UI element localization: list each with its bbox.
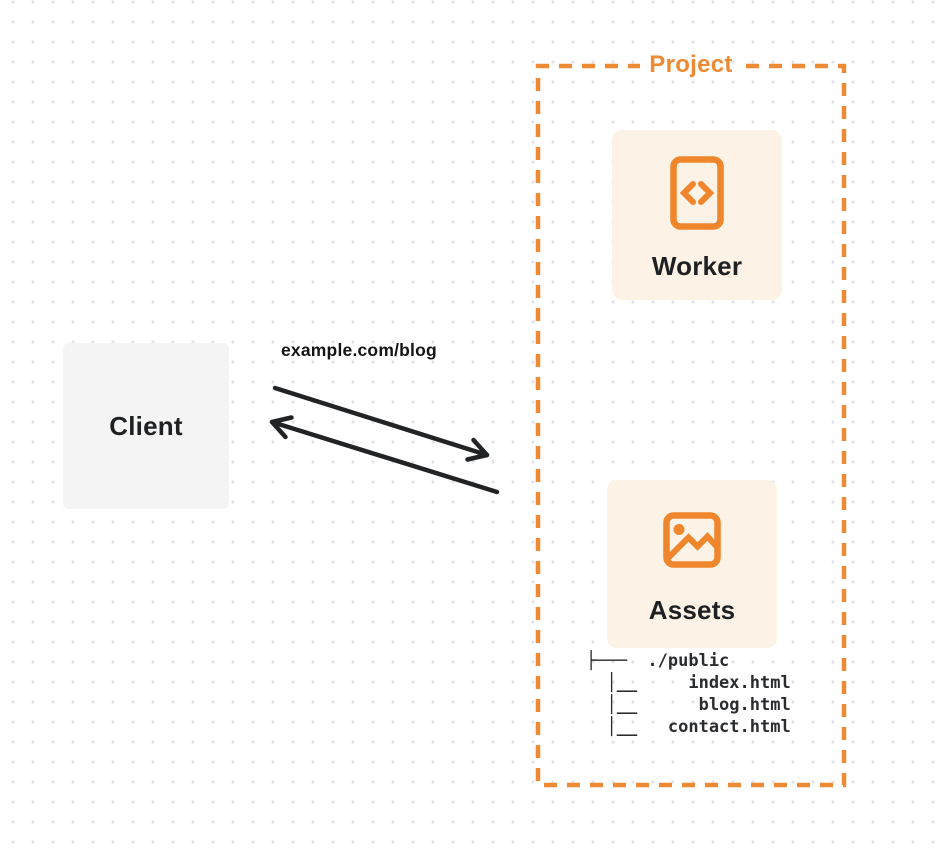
assets-file-tree: ├─── ./public │__ index.html │__ blog.ht… [586,651,791,737]
request-url-label: example.com/blog [281,340,437,360]
code-document-icon [670,156,724,230]
image-icon [663,512,721,568]
project-group-label: Project [649,51,733,78]
client-label: Client [109,410,183,441]
worker-node: Worker [612,130,782,300]
image-icon-sun [673,524,685,535]
response-arrow [269,415,500,495]
worker-label: Worker [651,251,743,281]
client-node: Client [63,343,229,509]
assets-label: Assets [648,595,736,625]
request-arrow [272,385,490,462]
assets-node: Assets [607,480,777,648]
